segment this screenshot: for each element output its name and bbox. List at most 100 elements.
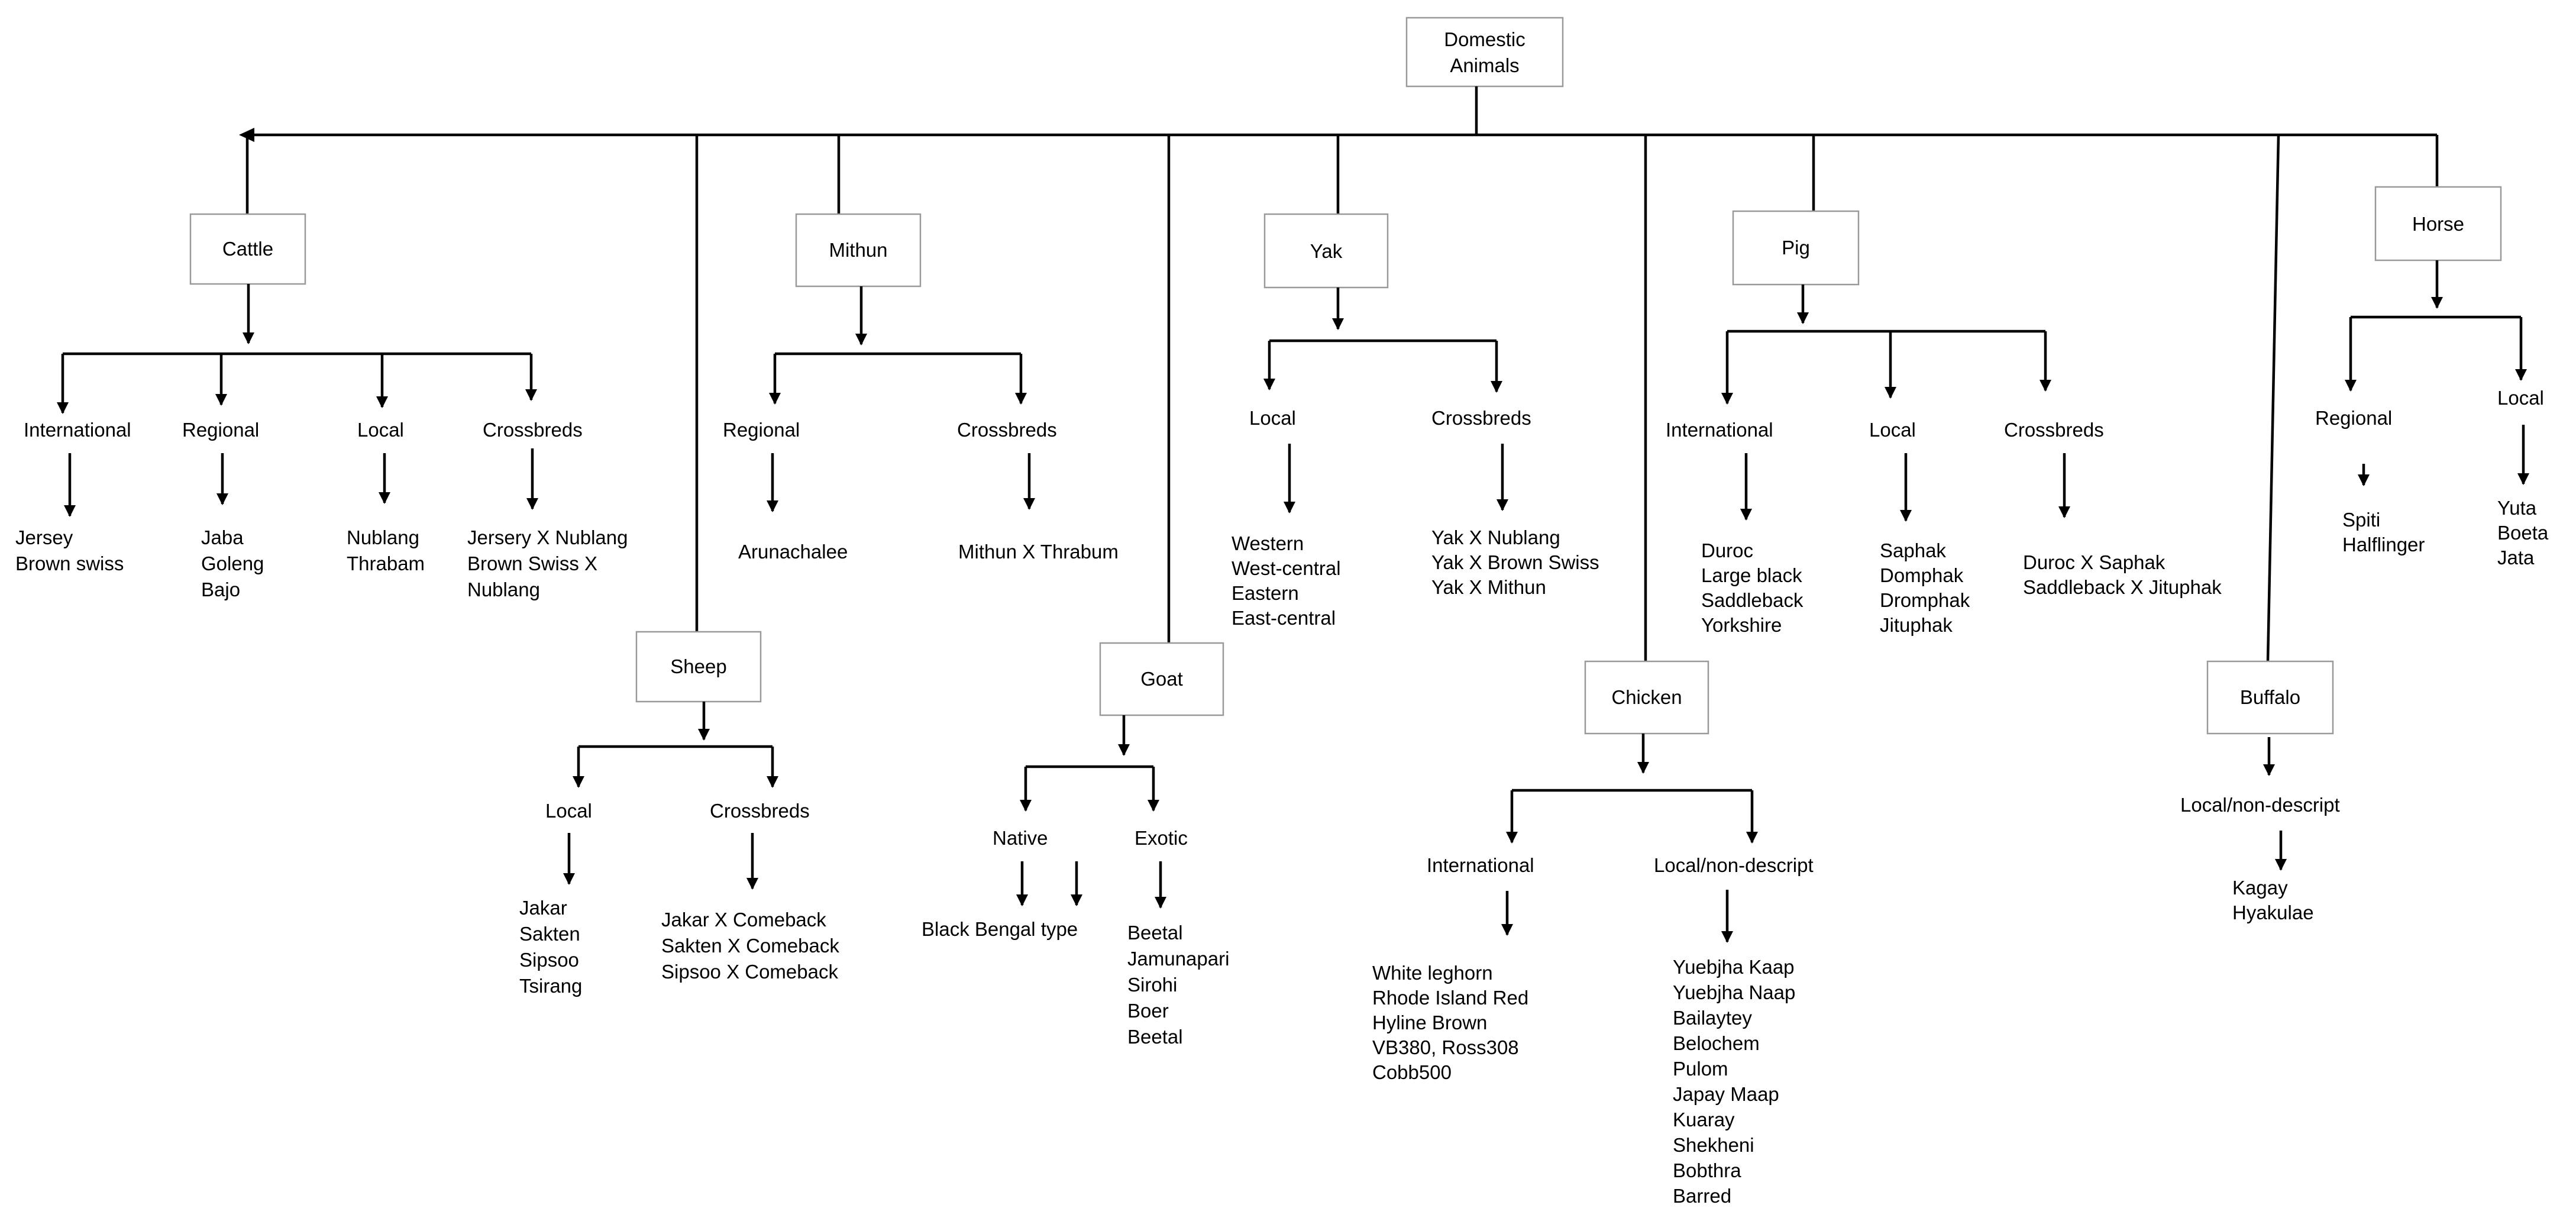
goat-branch: Goat Native Exotic Black Bengal type Bee… bbox=[922, 642, 1229, 1048]
chicken-international-item: VB380, Ross308 bbox=[1372, 1036, 1519, 1058]
sheep-crossbreds-item: Jakar X Comeback bbox=[661, 909, 826, 931]
chicken-international-label: International bbox=[1427, 854, 1534, 876]
buffalo-label: Buffalo bbox=[2240, 686, 2300, 708]
yak-box bbox=[1263, 213, 1389, 289]
yak-crossbreds-item: Yak X Nublang bbox=[1431, 526, 1560, 548]
cattle-international-item: Jersey bbox=[15, 526, 73, 548]
horse-box bbox=[2374, 186, 2502, 261]
goat-exotic-item: Beetal bbox=[1127, 1026, 1183, 1048]
root-node: Domestic Animals bbox=[1405, 17, 1564, 88]
yak-local-item: West-central bbox=[1232, 557, 1341, 579]
horse-local-item: Boeta bbox=[2497, 522, 2549, 544]
cattle-crossbreds-item: Jersery X Nublang bbox=[467, 526, 628, 548]
chicken-branch: Chicken International Local/non-descript… bbox=[1372, 660, 1814, 1207]
sheep-local-item: Jakar bbox=[519, 897, 567, 919]
sheep-local-item: Sakten bbox=[519, 923, 580, 945]
sheep-local-item: Tsirang bbox=[519, 975, 582, 997]
root-box bbox=[1405, 17, 1564, 88]
chicken-local-item: Pulom bbox=[1673, 1058, 1728, 1080]
horse-branch: Horse Regional Local Spiti Halflinger Yu… bbox=[2315, 186, 2549, 568]
horse-regional-item: Halflinger bbox=[2342, 534, 2425, 555]
mithun-crossbreds-item: Mithun X Thrabum bbox=[958, 541, 1119, 563]
chicken-international-item: Rhode Island Red bbox=[1372, 987, 1528, 1009]
top-connectors bbox=[239, 86, 2439, 662]
cattle-branch: Cattle International Regional Local Cros… bbox=[15, 213, 628, 600]
sheep-local-label: Local bbox=[545, 800, 592, 822]
sheep-crossbreds-item: Sakten X Comeback bbox=[661, 935, 839, 957]
goat-box bbox=[1099, 642, 1224, 716]
pig-local-item: Dromphak bbox=[1880, 589, 1970, 611]
cattle-crossbreds-item: Brown Swiss X bbox=[467, 553, 597, 574]
mithun-regional-item: Arunachalee bbox=[738, 541, 848, 563]
yak-local-item: Eastern bbox=[1232, 582, 1299, 604]
cattle-regional-item: Goleng bbox=[201, 553, 264, 574]
cattle-international-item: Brown swiss bbox=[15, 553, 124, 574]
pig-box bbox=[1732, 210, 1860, 286]
pig-local-label: Local bbox=[1869, 419, 1916, 441]
yak-crossbreds-label: Crossbreds bbox=[1431, 407, 1531, 429]
pig-international-item: Large black bbox=[1701, 564, 1802, 586]
mithun-box bbox=[795, 213, 922, 288]
cattle-box bbox=[189, 213, 306, 285]
mithun-branch: Mithun Regional Crossbreds Arunachalee M… bbox=[723, 213, 1119, 563]
cattle-crossbreds-label: Crossbreds bbox=[483, 419, 583, 441]
chicken-local-item: Bailaytey bbox=[1673, 1007, 1752, 1029]
buffalo-local-label: Local/non-descript bbox=[2180, 794, 2340, 816]
pig-local-item: Saphak bbox=[1880, 540, 1946, 561]
chicken-local-item: Bobthra bbox=[1673, 1159, 1741, 1181]
goat-exotic-item: Jamunapari bbox=[1127, 948, 1229, 970]
goat-exotic-item: Beetal bbox=[1127, 922, 1183, 944]
pig-crossbreds-label: Crossbreds bbox=[2004, 419, 2104, 441]
sheep-label: Sheep bbox=[670, 655, 726, 677]
chicken-box bbox=[1584, 660, 1709, 735]
mithun-label: Mithun bbox=[829, 239, 887, 261]
chicken-local-item: Yuebjha Naap bbox=[1673, 981, 1795, 1003]
cattle-local-label: Local bbox=[357, 419, 404, 441]
pig-crossbreds-item: Duroc X Saphak bbox=[2023, 551, 2165, 573]
sheep-crossbreds-label: Crossbreds bbox=[710, 800, 810, 822]
pig-crossbreds-item: Saddleback X Jituphak bbox=[2023, 576, 2222, 598]
mithun-crossbreds-label: Crossbreds bbox=[957, 419, 1057, 441]
pig-label: Pig bbox=[1782, 237, 1810, 259]
yak-local-item: Western bbox=[1232, 532, 1304, 554]
chicken-label: Chicken bbox=[1611, 686, 1682, 708]
cattle-regional-item: Bajo bbox=[201, 579, 240, 600]
chicken-local-label: Local/non-descript bbox=[1654, 854, 1814, 876]
yak-crossbreds-item: Yak X Brown Swiss bbox=[1431, 551, 1599, 573]
chicken-local-item: Japay Maap bbox=[1673, 1083, 1779, 1105]
chicken-international-item: Hyline Brown bbox=[1372, 1012, 1487, 1033]
yak-branch: Yak Local Crossbreds Western West-centra… bbox=[1232, 213, 1599, 629]
cattle-crossbreds-item: Nublang bbox=[467, 579, 540, 600]
horse-regional-label: Regional bbox=[2315, 407, 2392, 429]
sheep-local-item: Sipsoo bbox=[519, 949, 579, 971]
buffalo-box bbox=[2206, 660, 2334, 735]
pig-branch: Pig International Local Crossbreds Duroc… bbox=[1666, 210, 2222, 636]
cattle-international-label: International bbox=[24, 419, 131, 441]
root-label-line1: Domestic bbox=[1444, 28, 1525, 50]
pig-international-item: Duroc bbox=[1701, 540, 1753, 561]
horse-local-item: Yuta bbox=[2497, 497, 2537, 519]
yak-label: Yak bbox=[1310, 240, 1343, 262]
chicken-local-item: Barred bbox=[1673, 1185, 1731, 1207]
horse-local-label: Local bbox=[2497, 387, 2544, 409]
cattle-label: Cattle bbox=[222, 238, 273, 260]
cattle-regional-item: Jaba bbox=[201, 526, 244, 548]
pig-local-item: Domphak bbox=[1880, 564, 1964, 586]
chicken-international-item: Cobb500 bbox=[1372, 1061, 1452, 1083]
sheep-branch: Sheep Local Crossbreds Jakar Sakten Sips… bbox=[519, 631, 839, 997]
cattle-local-item: Nublang bbox=[347, 526, 419, 548]
pig-international-item: Saddleback bbox=[1701, 589, 1803, 611]
buffalo-branch: Buffalo Local/non-descript Kagay Hyakula… bbox=[2180, 660, 2340, 923]
sheep-crossbreds-item: Sipsoo X Comeback bbox=[661, 961, 838, 983]
chicken-international-item: White leghorn bbox=[1372, 962, 1493, 984]
goat-exotic-item: Sirohi bbox=[1127, 974, 1177, 996]
cattle-local-item: Thrabam bbox=[347, 553, 425, 574]
goat-label: Goat bbox=[1140, 668, 1183, 690]
pig-local-item: Jituphak bbox=[1880, 614, 1953, 636]
buffalo-local-item: Hyakulae bbox=[2232, 902, 2314, 923]
pig-international-label: International bbox=[1666, 419, 1773, 441]
pig-international-item: Yorkshire bbox=[1701, 614, 1782, 636]
buffalo-local-item: Kagay bbox=[2232, 877, 2288, 899]
yak-local-label: Local bbox=[1249, 407, 1296, 429]
